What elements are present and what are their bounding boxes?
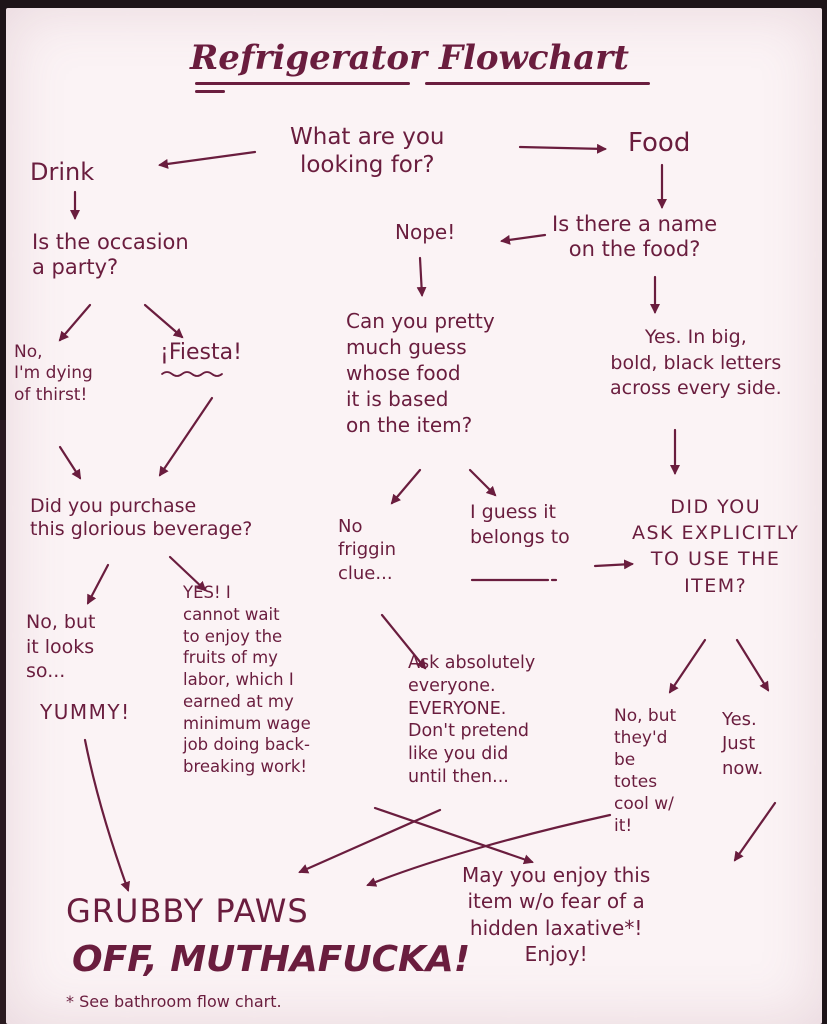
node-no-clue: No friggin clue... [338,516,396,584]
node-party-question: Is the occasion a party? [32,230,189,280]
node-fiesta: ¡Fiesta! [160,340,242,365]
node-yes-big-letters: Yes. In big, bold, black letters across … [610,326,782,400]
node-nope: Nope! [395,220,456,244]
arrow-party-to-no [58,303,92,342]
node-no-totes: No, but they'd be totes cool w/ it! [614,706,677,837]
node-grubby-paws: GRUBBY PAWS [66,892,309,930]
node-ask-explicitly: DID YOU ASK EXPLICITLY TO USE THE ITEM? [632,496,800,597]
arrow-ask-to-yes [735,638,770,692]
node-name-question: Is there a name on the food? [552,212,718,262]
arrow-yesjust-to-enjoy [733,801,777,862]
node-ask-everyone: Ask absolutely everyone. EVERYONE. Don't… [408,653,536,787]
arrow-nope-to-guess [416,256,427,297]
node-purchase-question: Did you purchase this glorious beverage? [30,495,253,540]
footnote: * See bathroom flow chart. [66,992,282,1011]
node-yes-labor: YES! I cannot wait to enjoy the fruits o… [183,583,311,777]
node-drink: Drink [30,158,95,186]
arrow-start-to-food [518,143,607,154]
arrow-fiesta-to-purchase [158,396,214,477]
page-title: Refrigerator Flowchart [190,38,629,78]
arrow-ask-to-no [668,638,707,694]
arrow-yummy-to-grubby [83,738,130,892]
arrow-guess-to-noclue [390,468,422,505]
node-yes-just-now: Yes. Just now. [722,709,764,779]
arrow-purchase-to-yes [168,555,207,592]
node-no-yummy: No, but it looks so... [26,611,96,683]
title-underline-2 [195,90,225,93]
arrow-no-to-purchase [58,445,82,480]
arrow-purchase-to-no [86,563,110,605]
node-enjoy: May you enjoy this item w/o fear of a hi… [462,863,651,967]
arrow-start-to-drink [158,150,257,169]
title-underline-3 [425,82,650,85]
node-food: Food [628,128,691,158]
node-start: What are you looking for? [290,124,445,178]
node-belongs: I guess it belongs to [470,501,570,548]
node-guess-question: Can you pretty much guess whose food it … [346,309,495,437]
node-yummy: YUMMY! [40,700,131,724]
arrow-guess-to-belongs [468,468,497,497]
node-no-thirst: No, I'm dying of thirst! [14,342,93,405]
arrow-noclue-to-everyone [380,613,427,670]
arrow-name-to-nope [500,233,547,245]
paper-sheet [6,8,822,1024]
arrow-party-to-fiesta [143,303,184,339]
node-off: OFF, MUTHAFUCKA! [72,939,471,980]
arrow-labor-to-enjoy [373,806,534,865]
underline-squiggle [161,371,223,377]
arrow-belongs-to-ask [593,559,634,570]
arrow-totes-to-grubby [366,813,612,887]
arrow-everyone-to-grubby [298,808,442,874]
title-underline-1 [195,82,410,85]
